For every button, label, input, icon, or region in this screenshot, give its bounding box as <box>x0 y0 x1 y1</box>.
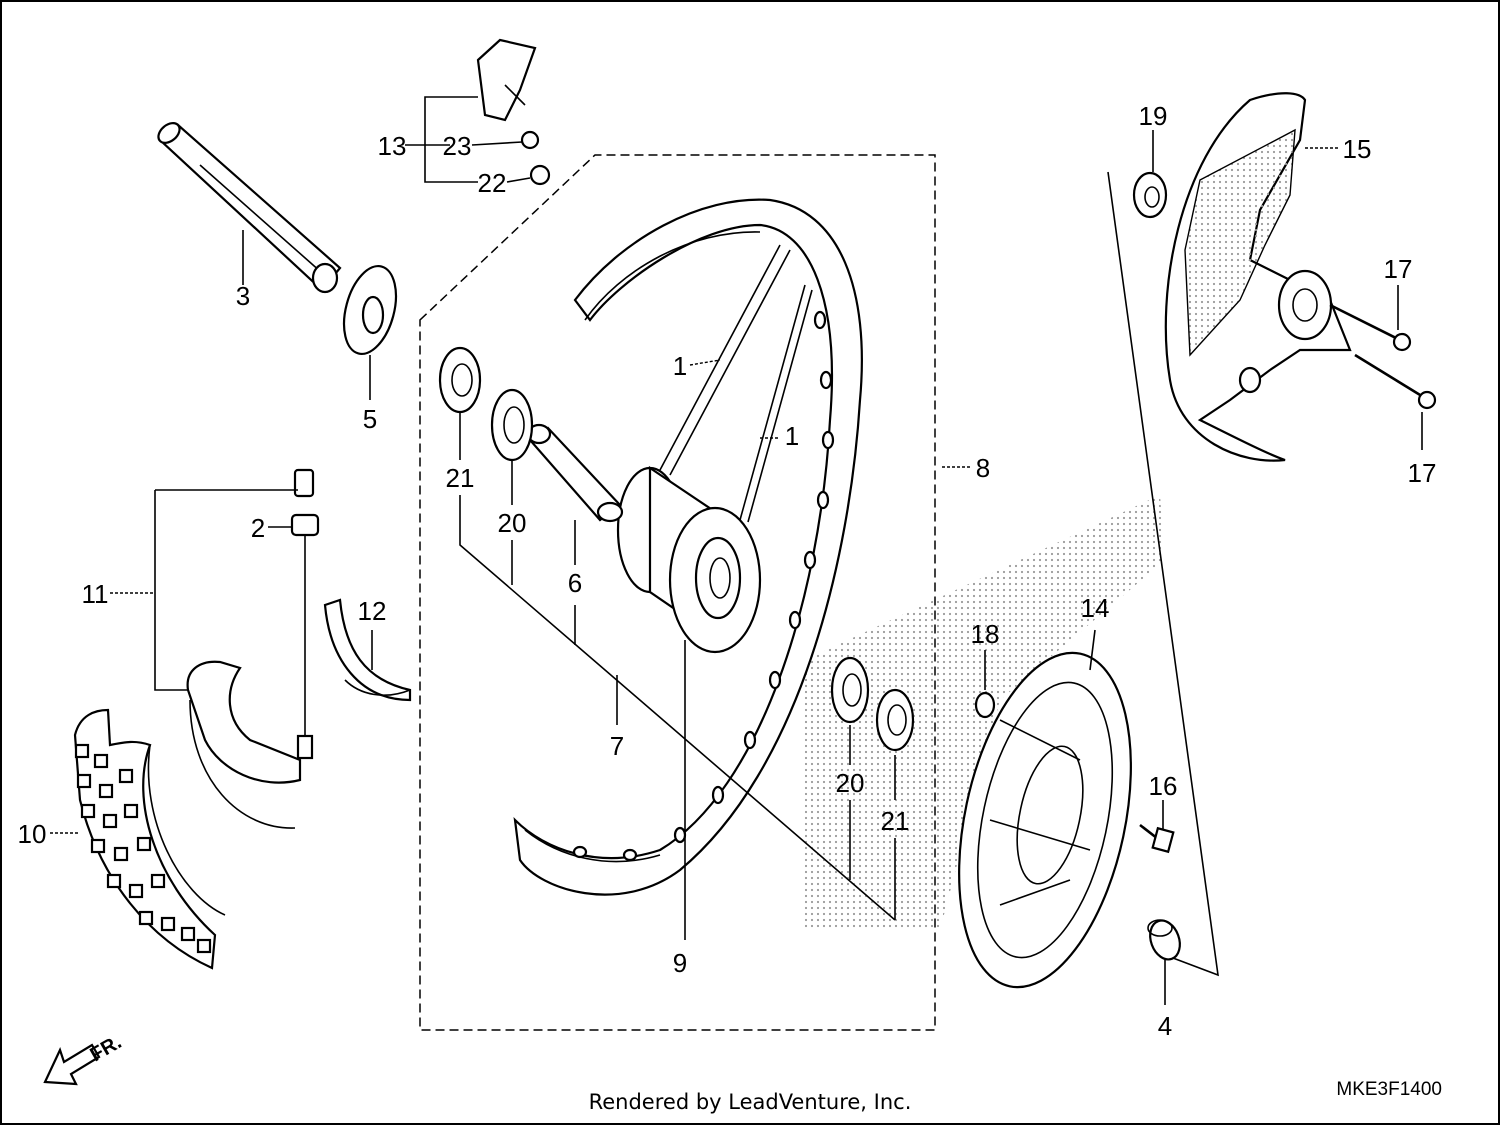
callout-10: 10 <box>18 819 47 849</box>
protector-bolt-upper <box>1329 303 1412 352</box>
protector-bolt-lower <box>1354 353 1437 410</box>
callout-5: 5 <box>363 404 377 434</box>
valve-cap <box>290 468 320 537</box>
callout-2: 2 <box>251 513 265 543</box>
right-bearing <box>830 656 870 724</box>
axle <box>157 122 342 294</box>
callout-1a: 1 <box>673 351 687 381</box>
wheel-assembly-boundary <box>419 154 936 1031</box>
right-dust-seal <box>875 688 915 752</box>
front-direction-arrow: FR. <box>43 1031 125 1086</box>
callout-6: 6 <box>568 568 582 598</box>
left-dust-seal <box>438 346 482 414</box>
distance-collar <box>526 423 624 523</box>
callout-11: 11 <box>82 579 109 609</box>
tire-knobs <box>74 743 212 954</box>
brake-disc <box>958 651 1132 989</box>
callout-labels: 1 1 2 3 4 5 6 7 8 9 10 11 12 13 14 15 16… <box>18 101 1437 1041</box>
callout-21b: 21 <box>881 806 910 836</box>
callout-20b: 20 <box>836 768 865 798</box>
spoke-holes <box>572 310 835 862</box>
callout-8: 8 <box>976 453 990 483</box>
inner-tube <box>186 535 314 829</box>
callout-22: 22 <box>478 168 507 198</box>
front-hub <box>616 465 762 654</box>
tire <box>73 708 226 970</box>
rim-band <box>323 598 412 702</box>
callout-1b: 1 <box>785 421 799 451</box>
render-credit: Rendered by LeadVenture, Inc. <box>588 1090 912 1114</box>
protector-collar <box>1132 171 1168 219</box>
callout-7: 7 <box>610 731 624 761</box>
callout-21a: 21 <box>446 463 475 493</box>
diagram-code: MKE3F1400 <box>1336 1079 1442 1100</box>
spokes <box>659 244 813 523</box>
callout-15: 15 <box>1343 134 1372 164</box>
left-bearing <box>490 388 534 462</box>
callout-9: 9 <box>673 948 687 978</box>
callout-12: 12 <box>358 596 387 626</box>
disc-nut <box>974 691 996 719</box>
callout-4: 4 <box>1158 1011 1172 1041</box>
callout-14: 14 <box>1081 593 1110 623</box>
callout-13: 13 <box>378 131 407 161</box>
callout-16: 16 <box>1149 771 1178 801</box>
leader-lines <box>50 96 1423 1005</box>
callout-17b: 17 <box>1408 458 1437 488</box>
callout-23: 23 <box>443 131 472 161</box>
disc-protector <box>1164 92 1352 462</box>
brake-side-boundary <box>1107 171 1219 977</box>
callout-19: 19 <box>1139 101 1168 131</box>
callout-18: 18 <box>971 619 1000 649</box>
sensor-bracket <box>476 38 551 186</box>
disc-bolt <box>1139 823 1175 854</box>
side-collar <box>342 264 398 356</box>
callout-3: 3 <box>236 281 250 311</box>
wheel-rim <box>513 198 863 896</box>
callout-17a: 17 <box>1384 254 1413 284</box>
disc-side-collar <box>1147 919 1181 961</box>
callout-20a: 20 <box>498 508 527 538</box>
